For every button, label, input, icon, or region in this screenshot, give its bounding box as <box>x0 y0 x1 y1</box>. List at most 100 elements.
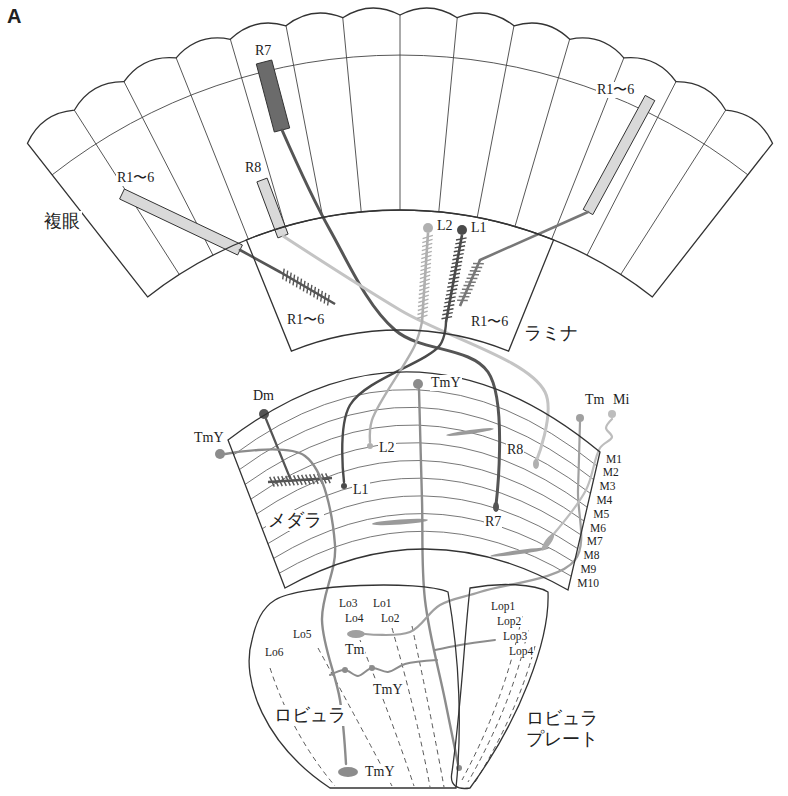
neuron-label: Dm <box>252 388 275 403</box>
neuron-label: R7 <box>484 514 502 529</box>
layer-label: M3 <box>599 480 617 493</box>
neuron-label: L1 <box>470 220 488 235</box>
l1-terminal <box>341 483 347 489</box>
photoreceptor-body <box>120 189 243 255</box>
l1-dendrite <box>442 235 467 322</box>
layer-label: M9 <box>579 563 597 576</box>
photoreceptor-terminal <box>280 272 335 304</box>
layer-label: M10 <box>576 577 600 590</box>
medulla-layer-line <box>251 443 587 507</box>
neuron-label: L2 <box>378 440 396 455</box>
region-outline <box>444 580 556 792</box>
l2-dendrite <box>417 233 433 322</box>
tmy-cell-body <box>413 379 423 389</box>
photoreceptor-axon <box>480 212 588 260</box>
lamina-region: ラミナ <box>240 205 560 355</box>
layer-label: Lop1 <box>490 600 516 613</box>
tmy-varicosity <box>369 665 375 671</box>
medulla-region: メダラ <box>222 366 606 594</box>
neuron-label: Tm <box>584 392 605 407</box>
facet-line <box>343 18 361 212</box>
layer-label: Lo2 <box>380 612 401 625</box>
l2-axon <box>370 322 422 442</box>
medulla-layer-line <box>234 390 597 466</box>
mi-cell-body <box>608 410 616 418</box>
facet-line <box>477 26 514 218</box>
neuron-label: TmY <box>372 682 404 697</box>
region-outline <box>240 205 560 355</box>
layer-label: M7 <box>586 535 604 548</box>
r8-axon <box>283 236 548 462</box>
outline-path <box>246 210 553 351</box>
photoreceptor-body <box>256 60 289 132</box>
layer-label: Lo4 <box>344 612 365 625</box>
mi-terminal <box>540 532 556 552</box>
lobula-layer-line <box>412 626 444 787</box>
lobula-region: ロビュラ <box>236 578 464 792</box>
tmy-arbor <box>330 660 437 676</box>
lobula-plate-region: ロビュラ プレート <box>444 580 556 792</box>
arborization <box>372 518 428 527</box>
tmy-cell-body <box>215 449 225 459</box>
layer-label: Lo6 <box>264 646 285 659</box>
photoreceptor-body <box>257 178 288 238</box>
neuron-label: L1 <box>352 482 370 497</box>
neuron-label: R1〜6 <box>470 314 509 329</box>
l2-terminal <box>367 443 373 449</box>
r8-terminal <box>533 459 539 469</box>
layer-label: M2 <box>602 466 620 479</box>
facet-line <box>587 82 676 256</box>
photoreceptor-body <box>583 95 655 214</box>
compound-eye-region: 複眼 <box>15 0 785 302</box>
l2-dendrite <box>422 233 428 322</box>
neuron-label: TmY <box>193 430 225 445</box>
neuron-label: TmY <box>364 764 396 779</box>
tmy-axon <box>419 389 458 764</box>
neuron-label: Mi <box>612 392 630 407</box>
region-label: 複眼 <box>42 211 82 232</box>
facet-line <box>400 15 401 210</box>
lobula-layer-line <box>270 668 335 786</box>
region-label: ロビュラ <box>272 705 348 726</box>
facet-line <box>439 18 457 212</box>
outline-path <box>451 585 548 789</box>
neuron-label: R8 <box>244 160 262 175</box>
layer-label: Lop4 <box>508 645 534 658</box>
l1-dendrite <box>446 235 462 322</box>
region-outline <box>15 0 785 302</box>
layer-label: M5 <box>592 508 610 521</box>
arborization <box>490 546 550 558</box>
tm-axon <box>365 422 581 635</box>
layer-label: M8 <box>583 549 601 562</box>
layer-label: Lo5 <box>292 628 313 641</box>
layer-label: Lop2 <box>496 615 522 628</box>
panel-letter: A <box>6 5 22 27</box>
neuron-label: L2 <box>436 218 454 233</box>
neuron-label: R7 <box>254 43 272 58</box>
l2-cell-body <box>423 223 433 233</box>
neuron-label: R8 <box>506 442 524 457</box>
r7-axon <box>282 130 500 505</box>
outline-path <box>249 585 459 788</box>
l1-axon <box>342 322 446 482</box>
region-label: メダラ <box>266 510 324 531</box>
facet-line <box>176 58 248 239</box>
region-label: ロビュラ プレート <box>524 708 608 749</box>
lobula-layer-line <box>360 640 414 786</box>
photoreceptor-axon <box>240 250 280 272</box>
region-outline <box>222 366 606 594</box>
layer-label: Lo3 <box>338 597 359 610</box>
facet-line <box>286 26 323 218</box>
tmy-terminal <box>456 765 462 771</box>
facet-line <box>515 39 570 226</box>
photoreceptor-terminal <box>280 269 335 306</box>
tmy-varicosity <box>342 667 348 673</box>
tm-terminal <box>347 630 365 638</box>
neuron-label: R1〜6 <box>286 312 325 327</box>
layer-label: M1 <box>605 453 623 466</box>
lobula-layer-line <box>392 628 430 787</box>
l1-cell-body <box>457 225 467 235</box>
